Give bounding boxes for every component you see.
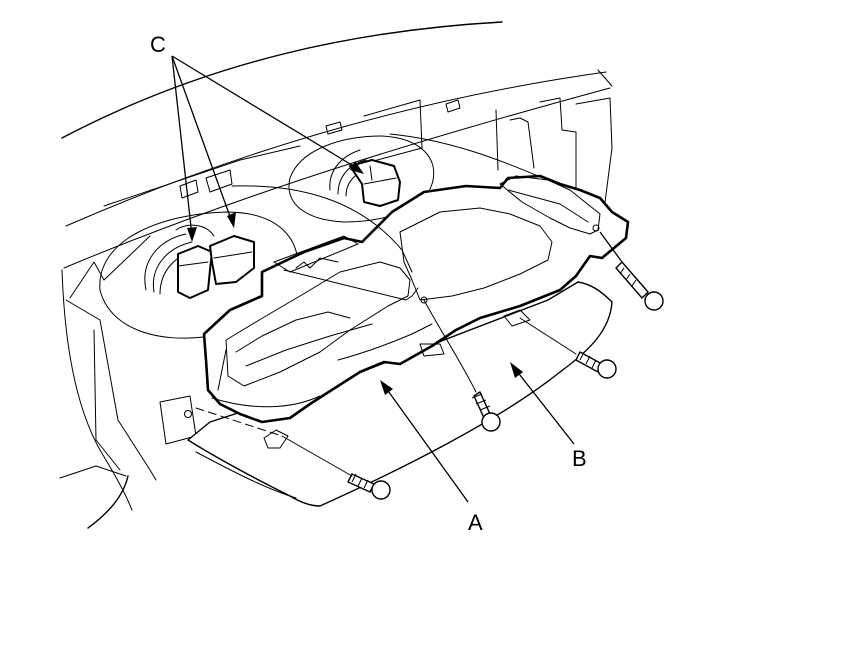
gauge-assembly-a [202, 174, 630, 449]
dashboard-outline [59, 21, 613, 529]
label-b: B [572, 446, 587, 471]
screw-center [423, 299, 501, 432]
callout-c-leaders [171, 55, 364, 242]
harness-wires [231, 133, 539, 273]
connector-left-1 [177, 245, 213, 299]
screw-right [519, 317, 617, 379]
screw-lower-left [195, 407, 391, 500]
label-c: C [150, 32, 166, 57]
connector-upper [349, 159, 401, 207]
callout-a-leader [380, 380, 469, 503]
callout-b-leader [510, 362, 575, 445]
screw-top-right [599, 231, 664, 311]
label-a: A [468, 510, 483, 535]
rear-housing-b [187, 281, 613, 507]
connector-left-2 [209, 235, 255, 285]
harness-opening-upper [288, 135, 435, 223]
